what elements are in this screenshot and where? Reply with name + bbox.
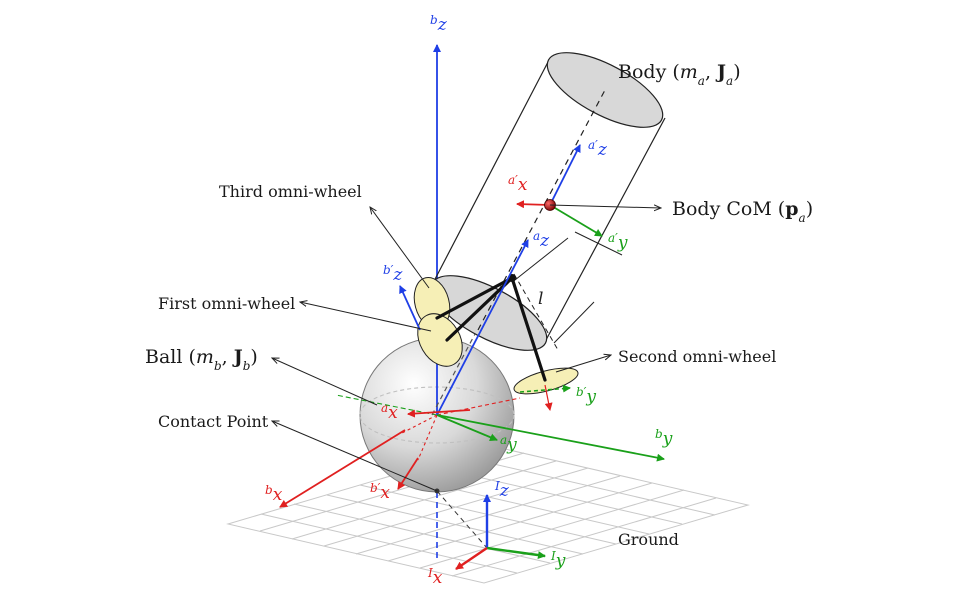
length-dimension (513, 231, 623, 351)
bprime-y-axis (519, 384, 571, 393)
Ix-axis (455, 547, 488, 570)
bprime-z-axis (399, 285, 421, 331)
second-wheel-red-axis (544, 384, 553, 411)
leader-lines (272, 205, 661, 492)
contact-to-inertial-dashed (436, 490, 488, 549)
Ix-label: Ix (427, 566, 443, 588)
bprime-x-label: b′x (370, 481, 390, 503)
az-axis (436, 239, 529, 416)
aprime-x-label: a′x (508, 173, 528, 195)
aprime-y-label: a′y (608, 231, 628, 253)
aprime-z-axis (549, 144, 581, 206)
ax-axis (407, 409, 471, 418)
Iy-axis (486, 546, 546, 560)
ground-label: Ground (618, 530, 679, 549)
aprime-z-label: a′z (588, 138, 608, 160)
second-wheel-label: Second omni-wheel (618, 347, 776, 366)
Iz-label: Iz (494, 479, 510, 501)
ax-label: ax (381, 401, 398, 423)
length-label: l (538, 289, 543, 309)
first-wheel-label: First omni-wheel (158, 294, 295, 313)
bx-axis (279, 429, 406, 508)
by-axis (436, 414, 665, 462)
aprime-y-axis (549, 204, 603, 237)
ball-label: Ball (mb, Jb) (145, 346, 258, 373)
bx-label: bx (265, 483, 283, 505)
ay-axis (436, 414, 498, 441)
bprime-z-label: b′z (383, 263, 403, 285)
bprime-y-label: b′y (576, 385, 596, 407)
body-com-label: Body CoM (pa) (672, 198, 813, 225)
bprime-x-axis (397, 457, 419, 490)
az-label: az (533, 229, 550, 251)
Iy-label: Iy (550, 549, 566, 571)
contact-point-label: Contact Point (158, 412, 269, 431)
by-label: by (655, 427, 673, 449)
robot-legs (435, 276, 547, 382)
bz-label: bz (430, 13, 448, 35)
third-wheel-label: Third omni-wheel (219, 182, 362, 201)
ay-label: ay (500, 433, 517, 455)
